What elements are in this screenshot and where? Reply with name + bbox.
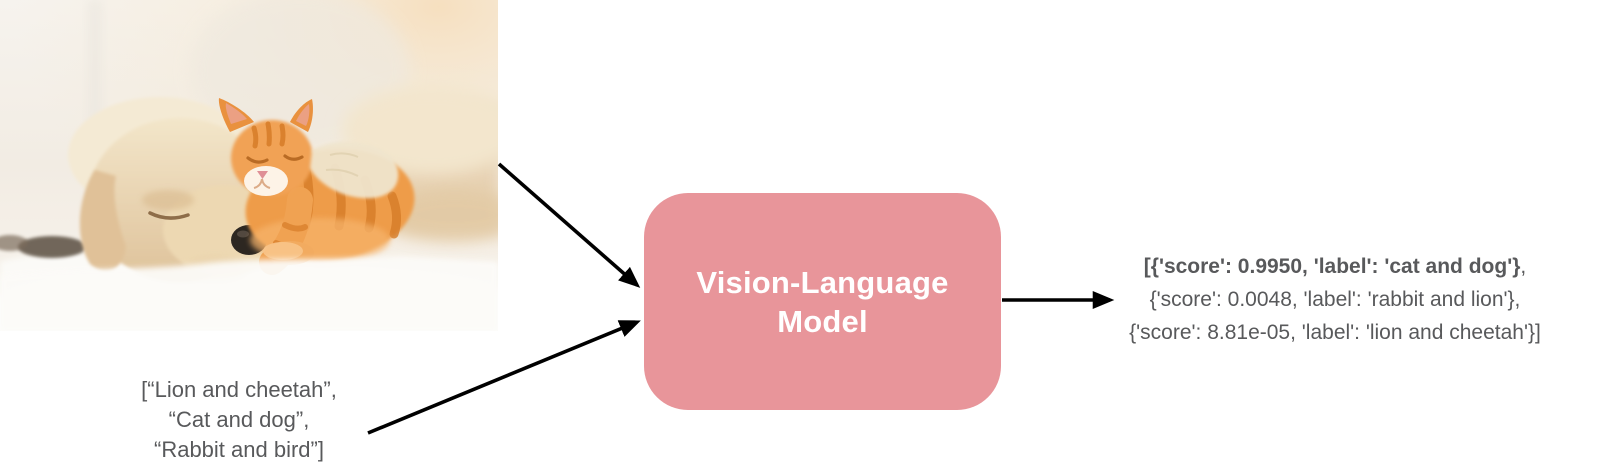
blanket-foreground — [0, 256, 498, 331]
output-line-1: [{'score': 0.9950, 'label': 'cat and dog… — [1085, 250, 1585, 283]
output-line-3: {'score': 8.81e-05, 'label': 'lion and c… — [1129, 321, 1541, 344]
arrow-image-to-model — [497, 162, 641, 288]
pets-photo — [0, 0, 498, 331]
output-text: [{'score': 0.9950, 'label': 'cat and dog… — [1085, 250, 1585, 349]
dog-paw-shadow — [18, 236, 86, 258]
output-line-1-tail: , — [1520, 255, 1527, 278]
kitten-nose — [257, 171, 268, 179]
arrow-text-to-model — [367, 320, 641, 435]
input-text-line: [“Lion and cheetah”, — [141, 377, 337, 402]
input-text-line: “Rabbit and bird”] — [154, 437, 324, 462]
output-line-1-bold: [{'score': 0.9950, 'label': 'cat and dog… — [1143, 255, 1521, 278]
dog-ear-over-kitten — [310, 141, 399, 199]
output-line-2: {'score': 0.0048, 'label': 'rabbit and l… — [1149, 288, 1521, 311]
kitten-closed-eye-left — [246, 156, 269, 164]
model-box: Vision-Language Model — [644, 193, 1001, 410]
input-text-line: “Cat and dog”, — [168, 407, 310, 432]
dog-closed-eye — [148, 211, 190, 220]
dog-ear-left — [79, 170, 126, 271]
candidate-labels-text: [“Lion and cheetah”, “Cat and dog”, “Rab… — [89, 375, 389, 465]
model-label: Vision-Language Model — [696, 264, 949, 339]
kitten-muzzle — [244, 166, 288, 196]
kitten-closed-eye-right — [283, 154, 304, 161]
